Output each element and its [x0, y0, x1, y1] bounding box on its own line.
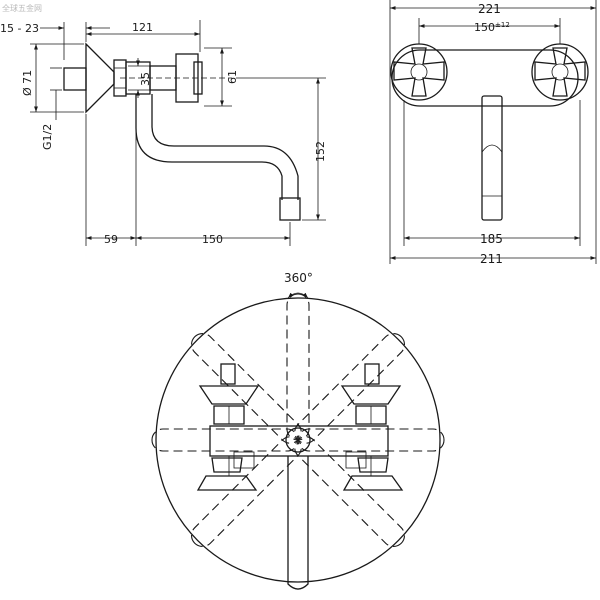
- top-spout: [287, 456, 309, 590]
- front-view: 221 150±12 185 211: [389, 0, 597, 266]
- dim-depth: 121: [132, 21, 153, 34]
- spout-positions-dashed: [151, 293, 445, 548]
- spout: [135, 94, 301, 221]
- dim-spout-height: 152: [314, 141, 327, 162]
- dim-handle-width: 35: [139, 72, 152, 86]
- dim-spout-reach: 150: [202, 233, 223, 246]
- right-valve-top: [340, 363, 404, 491]
- dim-thread: G1/2: [41, 124, 54, 150]
- top-view: 360°: [151, 271, 445, 590]
- dim-inner-width: 185: [480, 232, 503, 246]
- thread-stub: [63, 67, 87, 91]
- dim-overall-bottom: 211: [480, 252, 503, 266]
- handle-shaft: [149, 65, 177, 91]
- dim-wall-to-body: 59: [104, 233, 118, 246]
- left-valve-top: [196, 363, 260, 491]
- swivel-joint: [285, 427, 311, 453]
- dim-wall-range: 15 - 23: [0, 22, 39, 35]
- wall-rosette: [85, 42, 115, 114]
- dim-handle-height: 61: [226, 70, 239, 84]
- side-view: 全球五金网 15 - 23 121: [0, 3, 327, 246]
- right-cross-handle: [534, 47, 586, 97]
- left-handle-rosette: [390, 43, 448, 101]
- dim-overall-top: 221: [478, 2, 501, 16]
- dim-diameter: Ø 71: [21, 70, 34, 96]
- top-mixer-body: [209, 425, 389, 457]
- watermark: 全球五金网: [2, 3, 42, 13]
- left-cross-handle: [393, 47, 445, 97]
- rotation-label: 360°: [284, 271, 313, 285]
- swivel-range-circle: [155, 297, 441, 583]
- front-spout: [481, 95, 503, 221]
- dim-centers: 150±12: [474, 21, 510, 34]
